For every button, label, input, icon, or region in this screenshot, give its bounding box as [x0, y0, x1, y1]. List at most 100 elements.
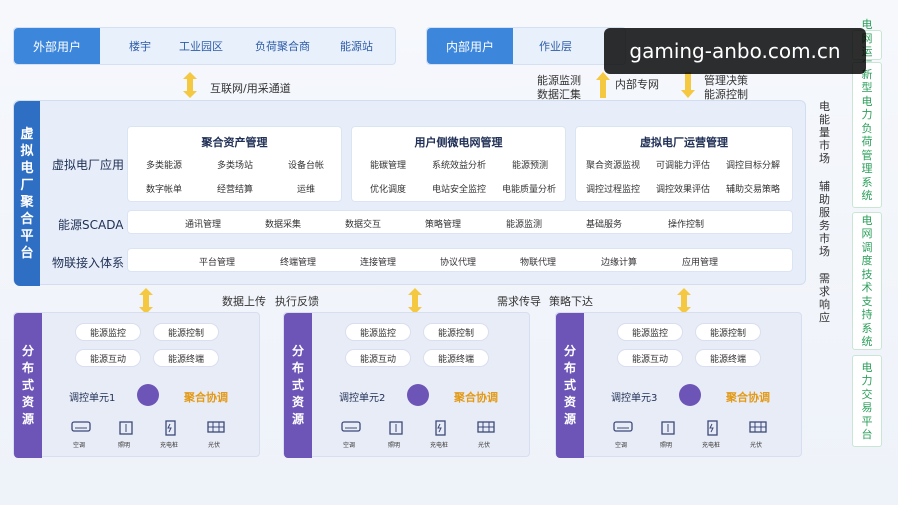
external-user-load-aggregator: 负荷聚合商: [255, 40, 310, 53]
internal-users-title: 内部用户: [427, 28, 513, 64]
bidirectional-arrow-icon: [677, 288, 691, 314]
gear-icon: [679, 384, 701, 406]
device-label: 充电桩: [702, 442, 721, 449]
distributed-resource-label-text: 分布式资源: [291, 344, 304, 426]
platform-title: 虚拟电厂聚合平台: [14, 101, 40, 286]
load-management-system-box: 新型电力负荷管理系统: [852, 62, 882, 208]
scada-item: 数据采集: [265, 220, 302, 230]
iot-item: 终端管理: [280, 258, 317, 268]
card-item: 多类场站: [217, 161, 254, 171]
card-item: 辅助交易策略: [726, 185, 781, 195]
iot-item: 平台管理: [199, 258, 236, 268]
card-item: 调控过程监控: [586, 185, 641, 195]
internal-user-operation-layer: 作业层: [539, 40, 572, 53]
device-label: 光伏: [208, 442, 221, 449]
external-user-industrial-park: 工业园区: [179, 40, 223, 53]
card-item: 能碳管理: [370, 161, 407, 171]
card-item: 多类能源: [146, 161, 183, 171]
pill: 能源控制: [423, 323, 489, 341]
device-label: 空调: [615, 442, 628, 449]
card-title: 虚拟电厂运营管理: [640, 136, 728, 149]
scada-strip: 通讯管理 数据采集 数据交互 策略管理 能源监测 基础服务 操作控制: [127, 210, 793, 234]
pill: 能源终端: [695, 349, 761, 367]
distributed-resource-block-3: 分布式资源 能源监控 能源控制 能源互动 能源终端 调控单元3 聚合协调 空调 …: [555, 312, 802, 458]
dispatch-support-system-box: 电网调度技术支持系统: [852, 212, 882, 350]
energy-monitoring-label: 能源监测: [537, 74, 581, 87]
row-label-scada: 能源SCADA: [58, 218, 124, 232]
execution-feedback-label: 执行反馈: [275, 295, 319, 308]
pill: 能源互动: [75, 349, 141, 367]
distributed-resource-block-1: 分布式资源 能源监控 能源控制 能源互动 能源终端 调控单元1 聚合协调 空调 …: [13, 312, 260, 458]
card-item: 数字帐单: [146, 185, 183, 195]
management-decision-label: 管理决策: [704, 74, 748, 87]
control-unit-label: 调控单元3: [611, 393, 658, 404]
external-users-bar: 外部用户 楼宇 工业园区 负荷聚合商 能源站: [13, 27, 396, 65]
power-trading-platform-box: 电力交易平台: [852, 355, 882, 447]
data-upload-label: 数据上传: [222, 295, 266, 308]
load-management-system-text: 新型电力负荷管理系统: [861, 67, 873, 203]
scada-item: 基础服务: [586, 220, 623, 230]
scada-item: 能源监测: [506, 220, 543, 230]
lighting-icon: [386, 420, 406, 436]
device-label: 空调: [73, 442, 86, 449]
iot-item: 连接管理: [360, 258, 397, 268]
aggregation-label: 聚合协调: [184, 391, 228, 404]
card-item: 调控效果评估: [656, 185, 711, 195]
energy-control-label: 能源控制: [704, 88, 748, 101]
power-trading-platform-text: 电力交易平台: [861, 360, 873, 442]
pill: 能源终端: [423, 349, 489, 367]
charger-icon: [703, 420, 723, 436]
card-item: 运维: [297, 185, 316, 195]
lighting-icon: [116, 420, 136, 436]
card-title: 用户侧微电网管理: [414, 136, 503, 149]
card-item: 聚合资源监视: [586, 161, 641, 171]
lighting-icon: [658, 420, 678, 436]
strategy-issue-label: 策略下达: [549, 295, 593, 308]
dispatch-support-system-text: 电网调度技术支持系统: [861, 213, 873, 349]
distributed-resource-block-2: 分布式资源 能源监控 能源控制 能源互动 能源终端 调控单元2 聚合协调 空调 …: [283, 312, 530, 458]
device-label: 充电桩: [160, 442, 179, 449]
data-collection-label: 数据汇集: [537, 88, 581, 101]
aggregation-label: 聚合协调: [454, 391, 498, 404]
bidirectional-arrow-icon: [139, 288, 153, 314]
bidirectional-arrow-icon: [408, 288, 422, 314]
card-item: 优化调度: [370, 185, 407, 195]
pill: 能源监控: [75, 323, 141, 341]
charger-icon: [161, 420, 181, 436]
scada-item: 通讯管理: [185, 220, 222, 230]
control-unit-label: 调控单元2: [339, 393, 386, 404]
internet-channel-label: 互联网/用采通道: [210, 82, 291, 95]
internal-users-bar: 内部用户 作业层: [426, 27, 626, 65]
card-item: 可调能力评估: [656, 161, 711, 171]
scada-item: 数据交互: [345, 220, 382, 230]
iot-item: 协议代理: [440, 258, 477, 268]
pill: 能源互动: [345, 349, 411, 367]
distributed-resource-label: 分布式资源: [14, 313, 42, 458]
watermark: gaming-anbo.com.cn: [604, 28, 866, 74]
external-users-title: 外部用户: [14, 28, 100, 64]
distributed-resource-label-text: 分布式资源: [563, 344, 576, 426]
solar-panel-icon: [206, 420, 226, 436]
card-item: 经营结算: [217, 185, 254, 195]
card-asset-management: 聚合资产管理 多类能源 多类场站 设备台帐 数字帐单 经营结算 运维: [127, 126, 342, 202]
market-label-demand-response: 需求响应: [819, 272, 830, 324]
platform-title-text: 虚拟电厂聚合平台: [20, 126, 34, 261]
scada-item: 策略管理: [425, 220, 462, 230]
card-item: 设备台帐: [288, 161, 325, 171]
distributed-resource-label-text: 分布式资源: [21, 344, 34, 426]
device-label: 照明: [118, 442, 131, 449]
pill: 能源终端: [153, 349, 219, 367]
down-arrow-icon: [681, 72, 695, 98]
market-label-energy: 电能量市场: [819, 100, 830, 165]
market-label-ancillary: 辅助服务市场: [819, 180, 830, 258]
device-label: 光伏: [478, 442, 491, 449]
iot-item: 边缘计算: [601, 258, 638, 268]
pill: 能源监控: [617, 323, 683, 341]
solar-panel-icon: [476, 420, 496, 436]
private-network-label: 内部专网: [615, 78, 659, 91]
device-label: 照明: [388, 442, 401, 449]
control-unit-label: 调控单元1: [69, 393, 116, 404]
up-arrow-icon: [596, 72, 610, 98]
distributed-resource-label: 分布式资源: [556, 313, 584, 458]
row-label-iot: 物联接入体系: [52, 256, 125, 270]
